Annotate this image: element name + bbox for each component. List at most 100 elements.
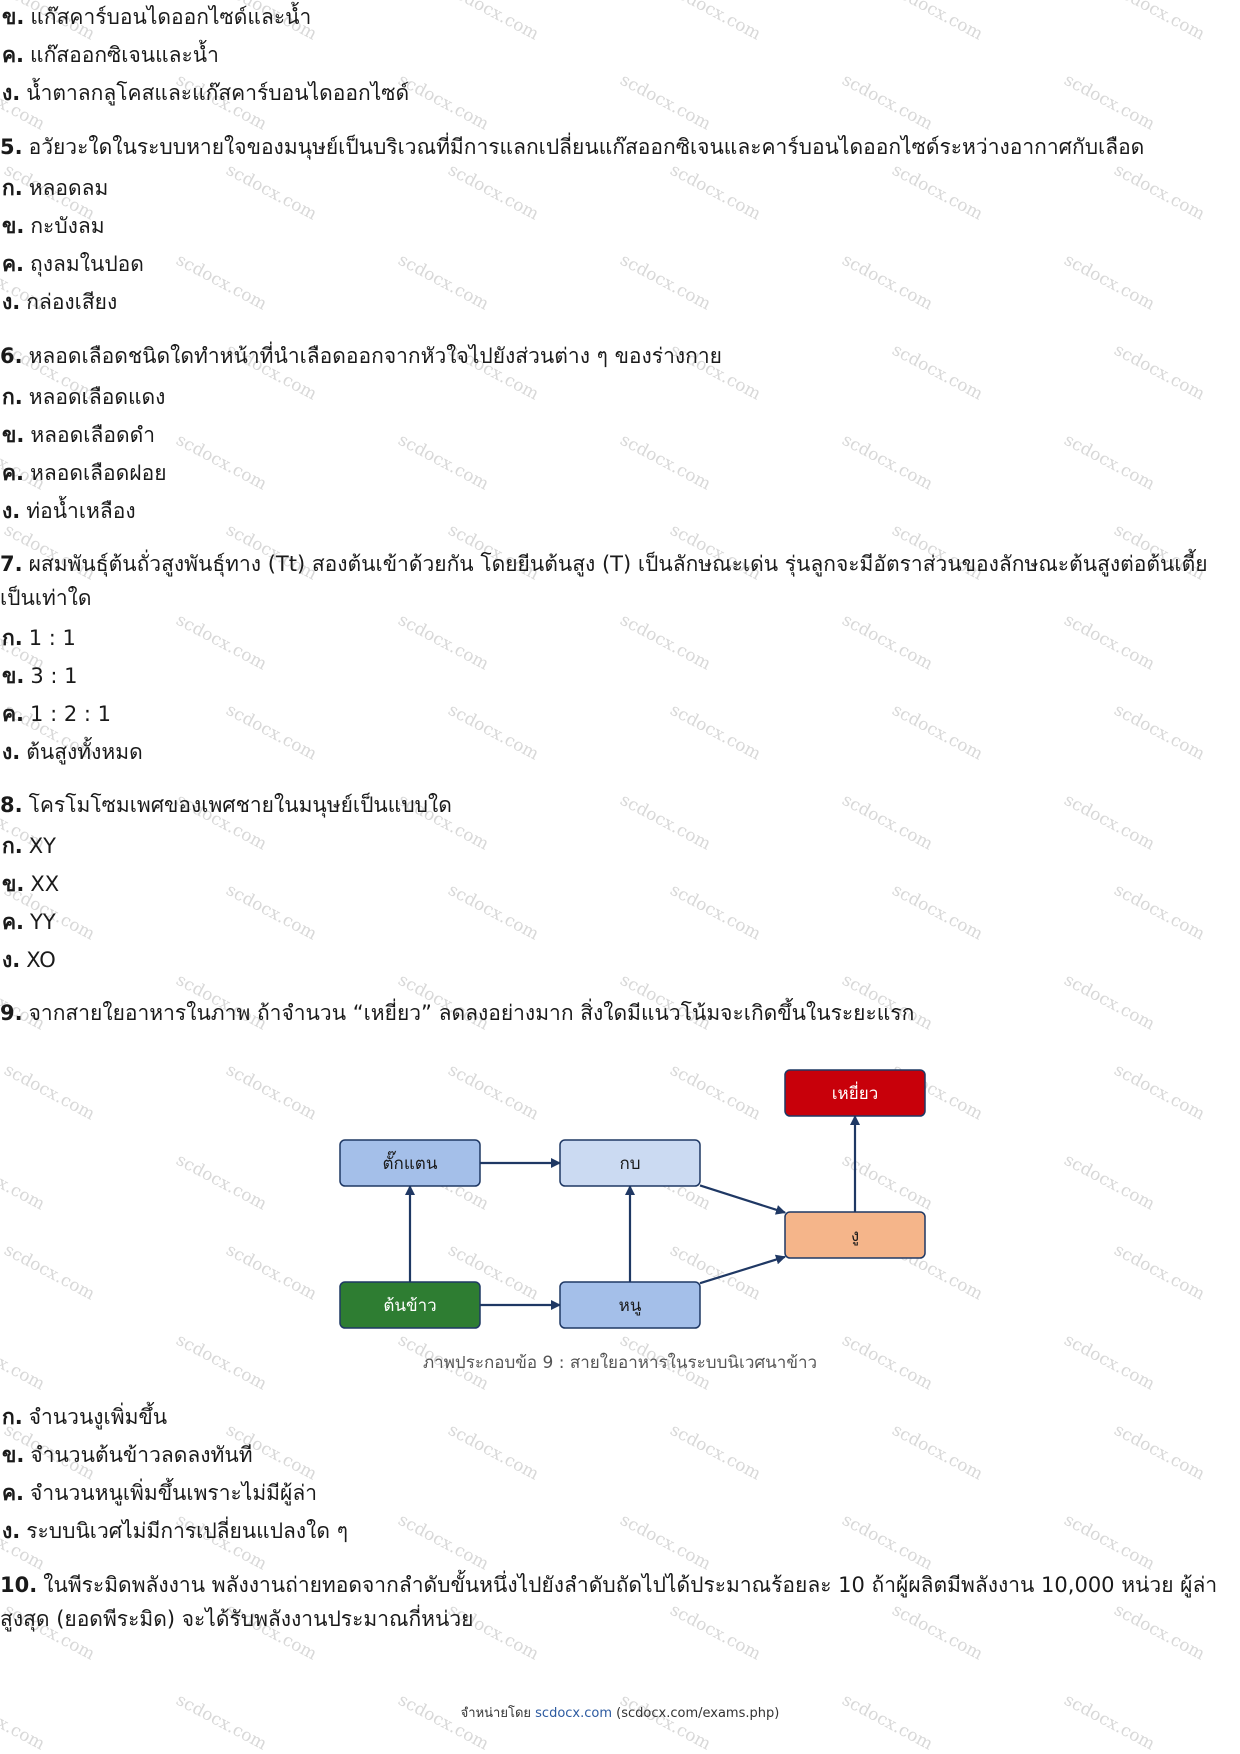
watermark-text: scdocx.com bbox=[394, 250, 493, 315]
node-rat: หนู bbox=[559, 1281, 701, 1329]
watermark-text: scdocx.com bbox=[1110, 700, 1209, 765]
watermark-text: scdocx.com bbox=[666, 880, 765, 945]
watermark-text: scdocx.com bbox=[394, 70, 493, 135]
watermark-text: scdocx.com bbox=[1060, 1510, 1159, 1575]
node-box bbox=[559, 1139, 701, 1187]
option-row: ข.XX bbox=[2, 872, 60, 896]
option-row: ก.หลอดเลือดแดง bbox=[2, 385, 166, 409]
watermark-text: scdocx.com bbox=[172, 610, 271, 675]
footer-suffix: (scdocx.com/exams.php) bbox=[616, 1706, 780, 1721]
watermark-text: scdocx.com bbox=[888, 0, 987, 45]
arrow-frog-to-snake bbox=[699, 1184, 786, 1215]
watermark-text: scdocx.com bbox=[838, 1510, 937, 1575]
arrow-rat-to-snake bbox=[699, 1254, 786, 1285]
option-row: ค.แก๊สออกซิเจนและน้ำ bbox=[2, 43, 219, 67]
watermark-text: scdocx.com bbox=[888, 340, 987, 405]
footer-prefix: จำหน่ายโดย bbox=[460, 1706, 532, 1721]
watermark-text: scdocx.com bbox=[1060, 70, 1159, 135]
watermark-text: scdocx.com bbox=[0, 1150, 49, 1215]
watermark-text: scdocx.com bbox=[888, 1420, 987, 1485]
watermark-text: scdocx.com bbox=[616, 1510, 715, 1575]
watermark-text: scdocx.com bbox=[444, 0, 543, 45]
watermark-text: scdocx.com bbox=[1110, 1240, 1209, 1305]
question-7: 7.ผสมพันธุ์ต้นถั่วสูงพันธุ์ทาง (Tt) สองต… bbox=[0, 552, 1208, 610]
watermark-text: scdocx.com bbox=[0, 1060, 99, 1125]
watermark-text: scdocx.com bbox=[838, 430, 937, 495]
watermark-text: scdocx.com bbox=[666, 0, 765, 45]
option-row: ง.ท่อน้ำเหลือง bbox=[2, 499, 136, 523]
option-row: ก.หลอดลม bbox=[2, 176, 109, 200]
option-row: ง.กล่องเสียง bbox=[2, 290, 118, 314]
node-box bbox=[339, 1139, 481, 1187]
watermark-text: scdocx.com bbox=[1060, 430, 1159, 495]
node-frog: กบ bbox=[559, 1139, 701, 1187]
node-label: หนู bbox=[619, 1296, 642, 1316]
question-10: 10.ในพีระมิดพลังงาน พลังงานถ่ายทอดจากลำด… bbox=[0, 1573, 1218, 1631]
node-label: กบ bbox=[619, 1154, 640, 1174]
watermark-text: scdocx.com bbox=[172, 430, 271, 495]
option-row: ก.1 : 1 bbox=[2, 626, 76, 650]
option-row: ง.ต้นสูงทั้งหมด bbox=[2, 740, 143, 764]
node-label: ต้นข้าว bbox=[383, 1296, 436, 1316]
option-row: ข.หลอดเลือดดำ bbox=[2, 423, 156, 447]
question-6: 6.หลอดเลือดชนิดใดทำหน้าที่นำเลือดออกจากห… bbox=[0, 344, 722, 368]
option-row: ข.จำนวนต้นข้าวลดลงทันที bbox=[2, 1443, 253, 1467]
watermark-text: scdocx.com bbox=[838, 70, 937, 135]
watermark-text: scdocx.com bbox=[616, 790, 715, 855]
watermark-text: scdocx.com bbox=[616, 70, 715, 135]
watermark-text: scdocx.com bbox=[838, 790, 937, 855]
watermark-text: scdocx.com bbox=[616, 430, 715, 495]
footer-link[interactable]: scdocx.com bbox=[535, 1706, 613, 1721]
watermark-text: scdocx.com bbox=[1060, 790, 1159, 855]
question-9: 9.จากสายใยอาหารในภาพ ถ้าจำนวน “เหยี่ยว” … bbox=[0, 1001, 915, 1025]
watermark-text: scdocx.com bbox=[394, 1510, 493, 1575]
watermark-text: scdocx.com bbox=[838, 250, 937, 315]
node-snake: งู bbox=[784, 1211, 926, 1259]
watermark-text: scdocx.com bbox=[888, 880, 987, 945]
option-row: ข.3 : 1 bbox=[2, 664, 78, 688]
node-label: เหยี่ยว bbox=[832, 1081, 878, 1104]
option-row: ข.แก๊สคาร์บอนไดออกไซด์และน้ำ bbox=[2, 5, 312, 29]
watermark-text: scdocx.com bbox=[888, 700, 987, 765]
watermark-text: scdocx.com bbox=[1060, 1150, 1159, 1215]
food-web-diagram: ตั๊กแตน กบ เหยี่ยวงูต้นข้าว หนู bbox=[339, 1069, 926, 1329]
watermark-text: scdocx.com bbox=[616, 610, 715, 675]
option-row: ง.น้ำตาลกลูโคสและแก๊สคาร์บอนไดออกไซด์ bbox=[2, 81, 410, 105]
watermark-text: scdocx.com bbox=[222, 1240, 321, 1305]
watermark-text: scdocx.com bbox=[444, 700, 543, 765]
option-row: ง.ระบบนิเวศไม่มีการเปลี่ยนแปลงใด ๆ bbox=[2, 1519, 349, 1543]
watermark-text: scdocx.com bbox=[1110, 160, 1209, 225]
watermark-text: scdocx.com bbox=[1110, 0, 1209, 45]
watermark-text: scdocx.com bbox=[172, 250, 271, 315]
watermark-text: scdocx.com bbox=[222, 1060, 321, 1125]
node-grasshopper: ตั๊กแตน bbox=[339, 1139, 481, 1187]
watermark-text: scdocx.com bbox=[222, 160, 321, 225]
watermark-text: scdocx.com bbox=[666, 700, 765, 765]
option-row: ค.จำนวนหนูเพิ่มขึ้นเพราะไม่มีผู้ล่า bbox=[2, 1481, 317, 1505]
watermark-text: scdocx.com bbox=[666, 160, 765, 225]
diagram-caption: ภาพประกอบข้อ 9 : สายใยอาหารในระบบนิเวศนา… bbox=[422, 1353, 818, 1373]
option-row: ค.1 : 2 : 1 bbox=[2, 702, 111, 726]
watermark-text: scdocx.com bbox=[222, 880, 321, 945]
node-hawk: เหยี่ยว bbox=[784, 1069, 926, 1117]
watermark-text: scdocx.com bbox=[444, 160, 543, 225]
footer: จำหน่ายโดย scdocx.com (scdocx.com/exams.… bbox=[0, 1702, 1240, 1723]
watermark-text: scdocx.com bbox=[1060, 610, 1159, 675]
option-row: ข.กะบังลม bbox=[2, 214, 105, 238]
watermark-text: scdocx.com bbox=[1060, 250, 1159, 315]
watermark-text: scdocx.com bbox=[888, 160, 987, 225]
node-box bbox=[339, 1281, 481, 1329]
option-row: ก.XY bbox=[2, 834, 56, 858]
node-label: ตั๊กแตน bbox=[383, 1150, 438, 1174]
watermark-text: scdocx.com bbox=[444, 1420, 543, 1485]
watermark-text: scdocx.com bbox=[0, 1240, 99, 1305]
option-row: ค.ถุงลมในปอด bbox=[2, 252, 144, 276]
option-row: ค.YY bbox=[2, 910, 56, 934]
option-row: ก.จำนวนงูเพิ่มขึ้น bbox=[2, 1405, 168, 1429]
watermark-text: scdocx.com bbox=[1110, 880, 1209, 945]
node-box bbox=[784, 1211, 926, 1259]
node-label: งู bbox=[851, 1226, 859, 1246]
watermark-text: scdocx.com bbox=[1110, 1060, 1209, 1125]
watermark-text: scdocx.com bbox=[838, 610, 937, 675]
watermark-text: scdocx.com bbox=[394, 430, 493, 495]
